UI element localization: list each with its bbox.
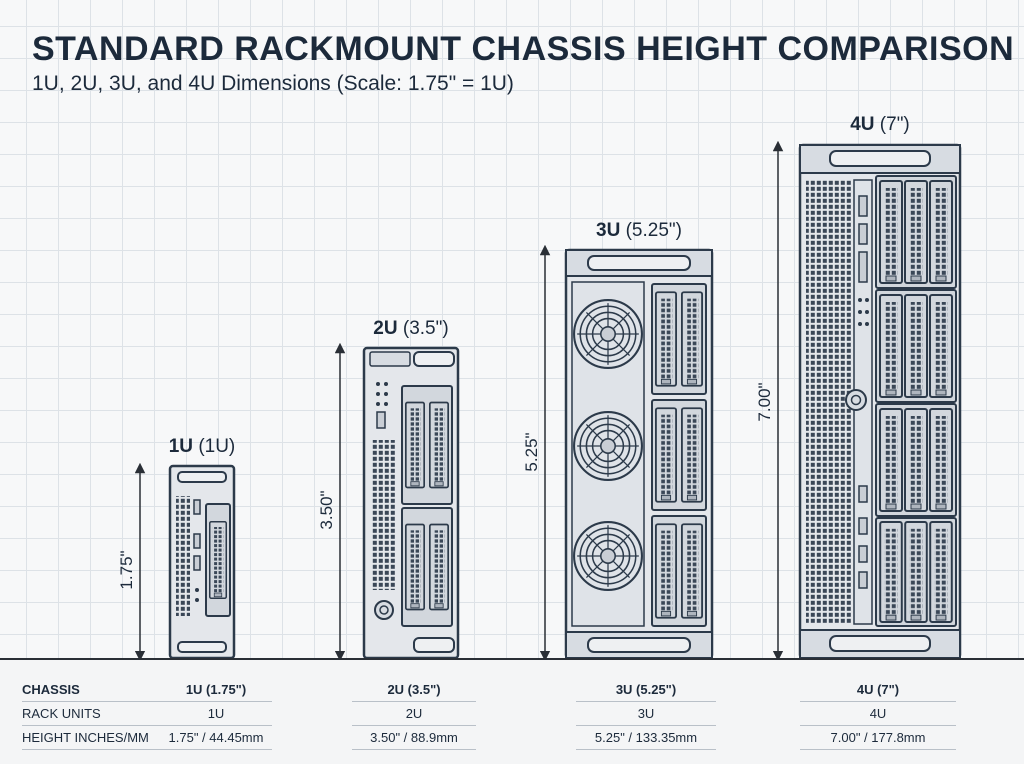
handle-icon bbox=[413, 351, 455, 367]
drive-bay-icon bbox=[929, 179, 953, 285]
drive-bay-icon bbox=[904, 179, 928, 285]
unit-size: (1U) bbox=[198, 436, 235, 457]
usb-port-icon bbox=[858, 195, 868, 217]
drive-bay-icon bbox=[405, 523, 425, 611]
drive-bay-icon bbox=[904, 407, 928, 513]
power-button-icon bbox=[374, 600, 394, 620]
diagram-subtitle: 1U, 2U, 3U, and 4U Dimensions (Scale: 1.… bbox=[32, 72, 514, 95]
unit-name: 4U bbox=[850, 114, 874, 135]
spec-table bbox=[0, 660, 1024, 764]
drive-bay-icon bbox=[655, 523, 677, 619]
chassis-3u bbox=[564, 248, 714, 660]
drive-bay-icon bbox=[904, 293, 928, 399]
drive-bay-icon bbox=[904, 521, 928, 623]
drive-bay-icon bbox=[655, 291, 677, 387]
spec-row-chassis: CHASSIS 1U (1.75") 2U (3.5") 3U (5.25") … bbox=[0, 678, 1024, 702]
spec-row-rack-units: RACK UNITS 1U 2U 3U 4U bbox=[0, 702, 1024, 726]
unit-label-4u: 4U (7") bbox=[850, 114, 910, 135]
unit-label-3u: 3U (5.25") bbox=[596, 220, 682, 241]
table-cell: 4U bbox=[800, 702, 956, 726]
fan-icon bbox=[573, 299, 643, 369]
dimension-label-1u: 1.75" bbox=[117, 550, 136, 589]
table-cell: 5.25" / 133.35mm bbox=[576, 726, 716, 750]
table-cell: 2U (3.5") bbox=[352, 678, 476, 702]
usb-port-icon bbox=[858, 571, 868, 589]
dimension-label-2u: 3.50" bbox=[317, 490, 336, 529]
table-cell: 3U bbox=[576, 702, 716, 726]
drive-bay-icon bbox=[929, 407, 953, 513]
unit-size: (3.5") bbox=[403, 318, 449, 339]
usb-port-icon bbox=[376, 411, 386, 429]
drive-bay-icon bbox=[681, 291, 703, 387]
drive-bay-icon bbox=[929, 521, 953, 623]
drive-bay-icon bbox=[879, 179, 903, 285]
table-cell: 3.50" / 88.9mm bbox=[352, 726, 476, 750]
drive-bay-icon bbox=[879, 407, 903, 513]
table-cell: 1.75" / 44.45mm bbox=[160, 726, 272, 750]
usb-port-icon bbox=[858, 517, 868, 535]
unit-label-2u: 2U (3.5") bbox=[373, 318, 448, 339]
handle-icon bbox=[587, 255, 691, 271]
usb-port-icon bbox=[858, 223, 868, 245]
table-cell: 1U (1.75") bbox=[160, 678, 272, 702]
chassis-2u bbox=[362, 346, 460, 660]
chassis-1u bbox=[168, 464, 236, 660]
table-cell: 3U (5.25") bbox=[576, 678, 716, 702]
fan-icon bbox=[573, 521, 643, 591]
table-cell: 7.00" / 177.8mm bbox=[800, 726, 956, 750]
handle-icon bbox=[587, 637, 691, 653]
row-label: HEIGHT INCHES/MM bbox=[22, 726, 160, 750]
drive-bay-icon bbox=[879, 521, 903, 623]
usb-port-icon bbox=[193, 555, 201, 571]
drive-bay-icon bbox=[655, 407, 677, 503]
unit-label-1u: 1U (1U) bbox=[169, 436, 236, 457]
table-cell: 1U bbox=[160, 702, 272, 726]
table-cell: 2U bbox=[352, 702, 476, 726]
row-label: RACK UNITS bbox=[22, 702, 160, 726]
drive-bay-icon bbox=[209, 520, 227, 600]
table-cell: 4U (7") bbox=[800, 678, 956, 702]
usb-port-icon bbox=[193, 499, 201, 515]
unit-name: 1U bbox=[169, 436, 193, 457]
power-button-icon bbox=[845, 389, 867, 411]
fan-icon bbox=[573, 411, 643, 481]
spec-row-height: HEIGHT INCHES/MM 1.75" / 44.45mm 3.50" /… bbox=[0, 726, 1024, 750]
drive-bay-icon bbox=[681, 407, 703, 503]
handle-icon bbox=[829, 150, 931, 167]
handle-icon bbox=[413, 637, 455, 653]
row-label: CHASSIS bbox=[22, 678, 160, 702]
unit-name: 2U bbox=[373, 318, 397, 339]
diagram-title: STANDARD RACKMOUNT CHASSIS HEIGHT COMPAR… bbox=[32, 30, 1015, 68]
handle-icon bbox=[829, 635, 931, 652]
drive-bay-icon bbox=[879, 293, 903, 399]
usb-port-icon bbox=[858, 545, 868, 563]
unit-size: (5.25") bbox=[626, 220, 682, 241]
handle-icon bbox=[177, 641, 227, 653]
unit-name: 3U bbox=[596, 220, 620, 241]
handle-icon bbox=[177, 471, 227, 483]
drive-bay-icon bbox=[429, 523, 449, 611]
usb-port-icon bbox=[193, 533, 201, 549]
chassis-4u bbox=[798, 143, 962, 660]
unit-size: (7") bbox=[880, 114, 910, 135]
usb-port-icon bbox=[858, 485, 868, 503]
dimension-label-3u: 5.25" bbox=[522, 432, 541, 471]
drive-bay-icon bbox=[429, 401, 449, 489]
dimension-label-4u: 7.00" bbox=[755, 382, 774, 421]
drive-bay-icon bbox=[929, 293, 953, 399]
drive-bay-icon bbox=[681, 523, 703, 619]
drive-bay-icon bbox=[405, 401, 425, 489]
